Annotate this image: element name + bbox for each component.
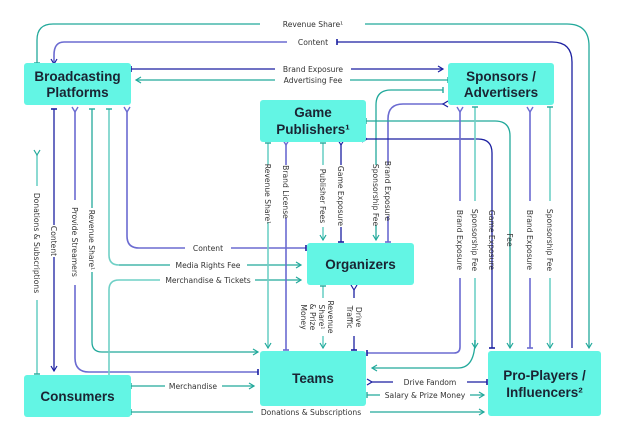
label-rev-share-prize-4: Money [299, 304, 308, 330]
consumers-title: Consumers [40, 389, 114, 404]
label-brand-exposure-r1: Brand Exposure [455, 210, 464, 271]
brand-exposure-pub-top [387, 100, 449, 165]
label-drive-traffic-2: Traffic [345, 305, 354, 329]
game-exposure-right-connector [361, 135, 495, 349]
proplayers-title-2: Influencers² [506, 385, 583, 400]
brand-exposure-r1-connector [366, 278, 461, 356]
label-donations-bottom: Donations & Subscriptions [261, 408, 361, 417]
content-top-connector-right [336, 39, 573, 348]
label-advertising-fee: Advertising Fee [284, 76, 343, 85]
label-media-rights-fee: Media Rights Fee [176, 261, 241, 270]
label-drive-traffic-1: Drive [354, 307, 363, 328]
label-revenue-share-top: Revenue Share¹ [283, 20, 343, 29]
fee-connector [365, 118, 514, 350]
label-sponsorship-fee-r2: Sponsorship Fee [545, 209, 554, 272]
revenue-share-left-connector-bottom [91, 272, 260, 356]
label-salary-prize: Salary & Prize Money [385, 391, 466, 400]
label-rev-share-prize-1: Revenue [326, 300, 335, 333]
label-brand-exposure-pub: Brand Exposure [383, 161, 392, 222]
sponsorship-to-teams-connector [370, 339, 476, 372]
label-rev-share-prize-2: Share¹ [317, 305, 326, 330]
provide-streamers-connector-bottom [74, 285, 259, 375]
label-content-organizers: Content [193, 244, 223, 253]
publishers-title-1: Game [294, 105, 332, 120]
label-brand-exposure-top: Brand Exposure [283, 65, 344, 74]
node-teams[interactable]: Teams [260, 351, 366, 406]
sponsorship-fee-pub-top [375, 87, 444, 165]
label-game-exposure-pub: Game Exposure [336, 166, 345, 227]
media-rights-left-link [106, 108, 120, 266]
label-donations-left: Donations & Subscriptions [32, 193, 41, 293]
label-revenue-share-pub: Revenue Share¹ [263, 164, 272, 224]
sponsors-title-1: Sponsors / [466, 69, 536, 84]
label-fee-r: Fee [505, 233, 514, 247]
node-sponsors-advertisers[interactable]: Sponsors / Advertisers [448, 63, 554, 105]
broadcasting-title-1: Broadcasting [34, 69, 120, 84]
revenue-share-top-connector-right [365, 23, 593, 350]
label-brand-exposure-r2: Brand Exposure [525, 210, 534, 271]
label-content-left: Content [49, 226, 58, 256]
edge-labels: Revenue Share¹ Content Brand Exposure Ad… [32, 20, 554, 417]
proplayers-title-1: Pro-Players / [503, 368, 586, 383]
merch-tickets-left-link [106, 279, 160, 377]
node-consumers[interactable]: Consumers [24, 375, 131, 417]
label-publisher-fees: Publisher Fees [318, 169, 327, 224]
node-broadcasting-platforms[interactable]: Broadcasting Platforms [24, 63, 131, 105]
label-game-exposure-r: Game Exposure [487, 210, 496, 271]
teams-title: Teams [292, 371, 334, 386]
label-sponsorship-fee-pub: Sponsorship Fee [371, 164, 380, 227]
organizers-title: Organizers [325, 257, 396, 272]
content-top-connector [50, 41, 287, 66]
label-content-top: Content [298, 38, 328, 47]
publishers-title-2: Publishers¹ [276, 122, 350, 137]
label-brand-license: Brand License [281, 165, 290, 219]
node-organizers[interactable]: Organizers [307, 243, 414, 285]
label-provide-streamers: Provide Streamers [70, 207, 79, 277]
label-drive-fandom: Drive Fandom [404, 378, 457, 387]
label-merchandise: Merchandise [169, 382, 218, 391]
revenue-share-top-connector [34, 23, 260, 64]
label-revenue-share-left: Revenue Share¹ [87, 210, 96, 270]
label-sponsorship-fee-r1: Sponsorship Fee [470, 209, 479, 272]
node-game-publishers[interactable]: Game Publishers¹ [260, 100, 366, 142]
label-rev-share-prize-3: & Prize [308, 304, 317, 331]
broadcasting-title-2: Platforms [46, 85, 108, 100]
node-pro-players-influencers[interactable]: Pro-Players / Influencers² [488, 351, 601, 416]
sponsors-title-2: Advertisers [464, 85, 538, 100]
label-merch-tickets: Merchandise & Tickets [165, 276, 250, 285]
